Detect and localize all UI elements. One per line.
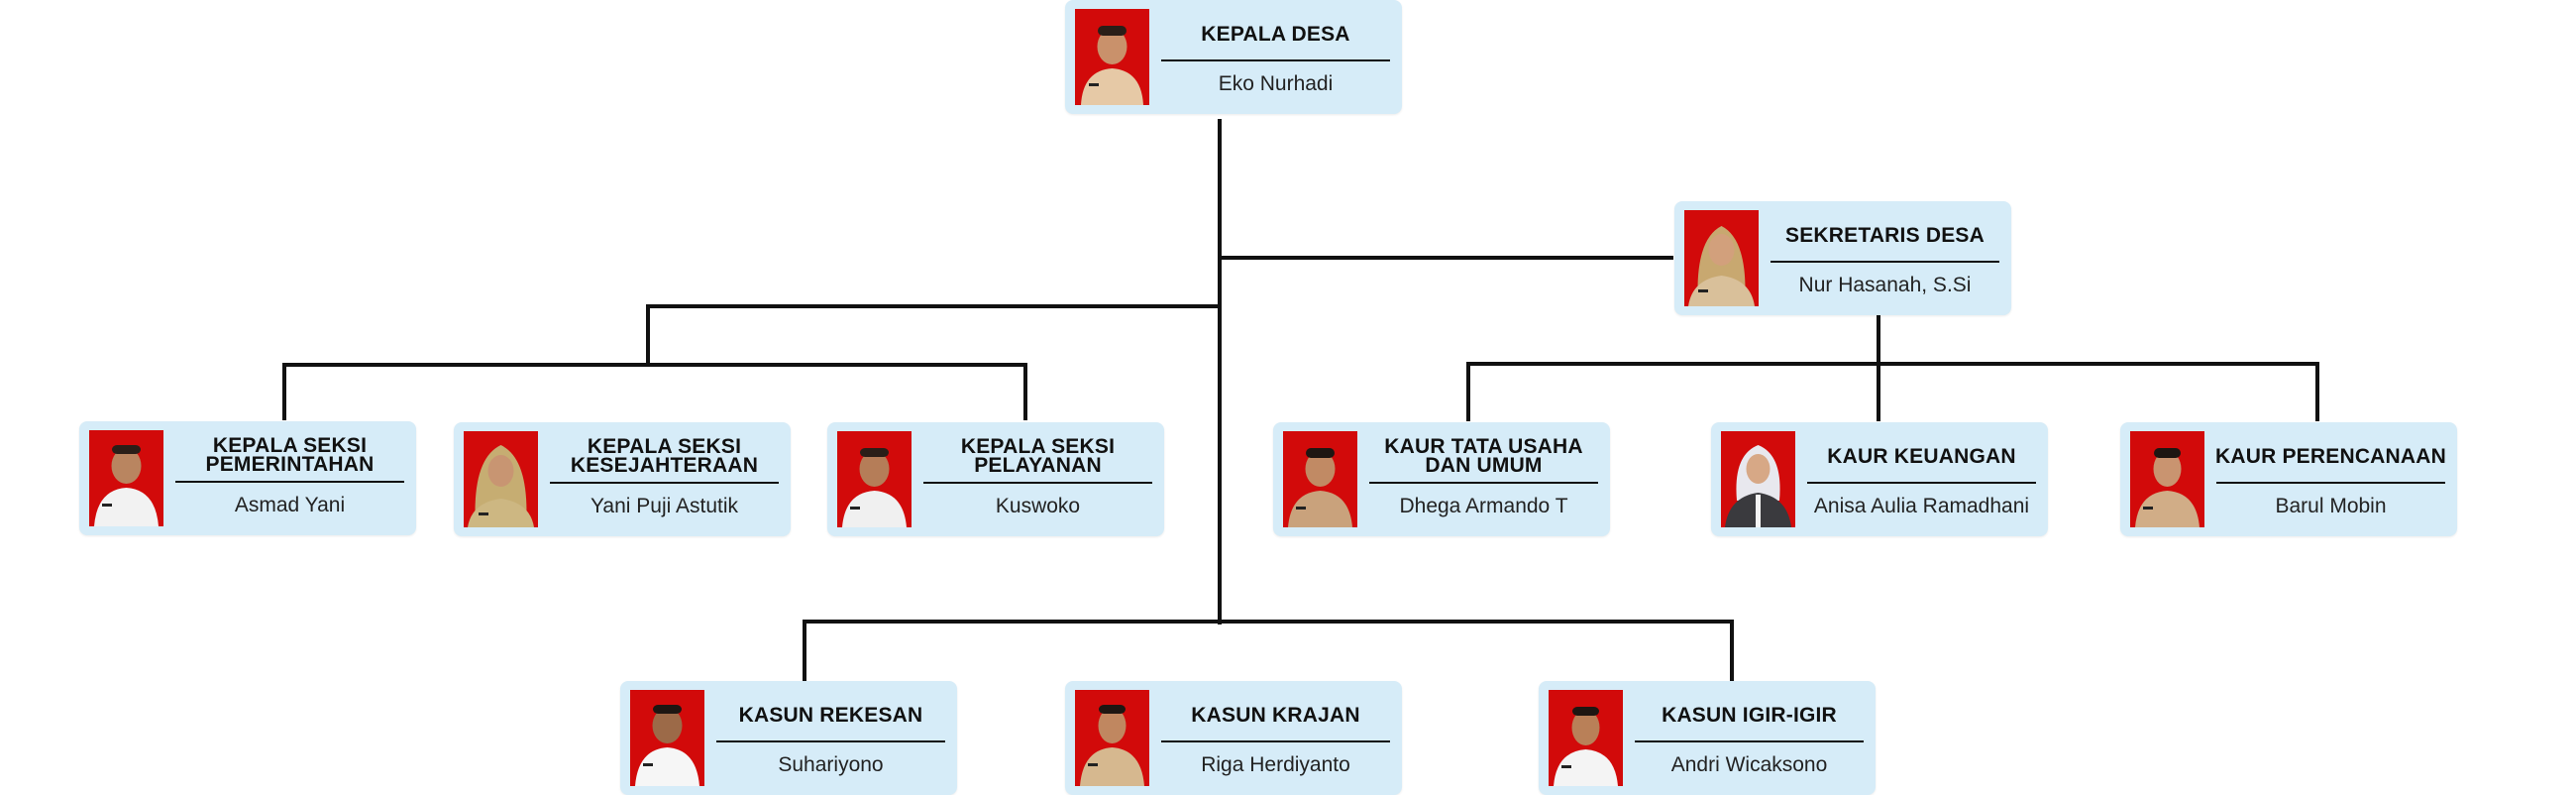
connector-line [1730, 620, 1734, 681]
connector-line [803, 620, 806, 681]
official-name: Riga Herdiyanto [1201, 752, 1350, 776]
official-name: Eko Nurhadi [1218, 71, 1334, 95]
connector-line [646, 304, 1222, 308]
connector-line [646, 304, 650, 364]
node-sekretaris-desa: SEKRETARIS DESA Nur Hasanah, S.Si [1674, 201, 2011, 315]
connector-line [803, 620, 1734, 624]
official-photo [1549, 690, 1623, 786]
connector-line [1218, 256, 1673, 260]
connector-line [1218, 119, 1222, 625]
official-name: Suhariyono [778, 752, 884, 776]
node-kasun-krajan: KASUN KRAJAN Riga Herdiyanto [1065, 681, 1402, 795]
node-kasi-pemerintahan: KEPALA SEKSI PEMERINTAHAN Asmad Yani [79, 421, 416, 535]
official-photo [1075, 9, 1149, 105]
official-photo [1283, 431, 1357, 527]
divider [550, 482, 779, 484]
official-photo [2130, 431, 2204, 527]
divider [716, 740, 945, 742]
divider [923, 482, 1152, 484]
node-kasun-igir-igir: KASUN IGIR-IGIR Andri Wicaksono [1539, 681, 1876, 795]
connector-line [2315, 362, 2319, 421]
position-title: KAUR KEUANGAN [1827, 444, 2016, 468]
connector-line [1877, 362, 1880, 421]
node-kasun-rekesan: KASUN REKESAN Suhariyono [620, 681, 957, 795]
position-title: KASUN KRAJAN [1191, 703, 1360, 727]
official-photo [1721, 431, 1795, 527]
divider [1635, 740, 1864, 742]
official-photo [464, 431, 538, 527]
connector-line [1466, 362, 2319, 366]
divider [175, 481, 404, 483]
official-name: Barul Mobin [2275, 494, 2387, 517]
connector-line [282, 363, 1027, 367]
divider [1771, 261, 1999, 263]
position-title: KASUN IGIR-IGIR [1662, 703, 1837, 727]
node-kaur-keuangan: KAUR KEUANGAN Anisa Aulia Ramadhani [1711, 422, 2048, 536]
official-name: Asmad Yani [234, 493, 346, 516]
official-photo [1075, 690, 1149, 786]
node-kaur-perencanaan: KAUR PERENCANAAN Barul Mobin [2120, 422, 2457, 536]
divider [1369, 482, 1598, 484]
connector-line [282, 363, 286, 420]
official-photo [89, 430, 163, 526]
position-title: KAUR PERENCANAAN [2214, 444, 2447, 468]
official-name: Nur Hasanah, S.Si [1798, 273, 1972, 296]
connector-line [1466, 362, 1470, 421]
official-name: Anisa Aulia Ramadhani [1813, 494, 2030, 517]
official-name: Kuswoko [995, 494, 1081, 517]
node-kaur-tata-usaha: KAUR TATA USAHA DAN UMUM Dhega Armando T [1273, 422, 1610, 536]
official-name: Andri Wicaksono [1670, 752, 1828, 776]
divider [1161, 59, 1390, 61]
official-photo [837, 431, 912, 527]
divider [1807, 482, 2036, 484]
position-title: KEPALA SEKSI PELAYANAN [960, 435, 1116, 477]
position-title: KASUN REKESAN [738, 703, 923, 727]
node-kasi-kesejahteraan: KEPALA SEKSI KESEJAHTERAAN Yani Puji Ast… [454, 422, 791, 536]
official-name: Yani Puji Astutik [590, 494, 739, 517]
official-photo [630, 690, 704, 786]
official-name: Dhega Armando T [1399, 494, 1568, 517]
position-title: KEPALA SEKSI KESEJAHTERAAN [570, 435, 759, 477]
connector-line [1877, 313, 1880, 365]
divider [2216, 482, 2445, 484]
connector-line [1023, 363, 1027, 420]
position-title: SEKRETARIS DESA [1785, 223, 1985, 247]
divider [1161, 740, 1390, 742]
position-title: KEPALA DESA [1201, 22, 1350, 46]
official-photo [1684, 210, 1759, 306]
node-kepala-desa: KEPALA DESA Eko Nurhadi [1065, 0, 1402, 114]
position-title: KAUR TATA USAHA DAN UMUM [1384, 435, 1583, 477]
node-kasi-pelayanan: KEPALA SEKSI PELAYANAN Kuswoko [827, 422, 1164, 536]
position-title: KEPALA SEKSI PEMERINTAHAN [205, 434, 375, 476]
